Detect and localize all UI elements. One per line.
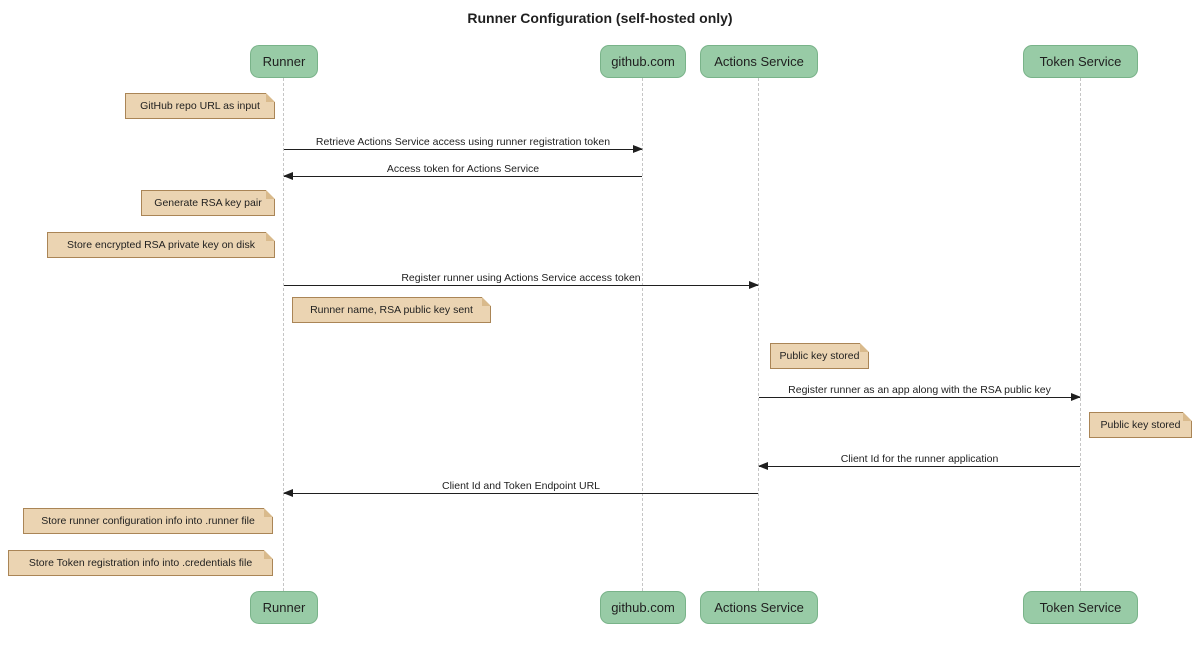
note-generate-rsa-key: Generate RSA key pair [141, 190, 275, 216]
message-line [284, 145, 643, 153]
message-retrieve-access: Retrieve Actions Service access using ru… [284, 135, 643, 153]
message-client-id: Client Id for the runner application [758, 452, 1080, 470]
note-public-key-stored-token: Public key stored [1089, 412, 1192, 438]
note-public-key-stored-actions: Public key stored [770, 343, 869, 369]
participant-actions-service-bottom: Actions Service [700, 591, 818, 624]
message-line [759, 393, 1081, 401]
lifeline-runner [283, 78, 284, 591]
message-register-app: Register runner as an app along with the… [759, 383, 1081, 401]
message-label: Register runner using Actions Service ac… [401, 272, 641, 284]
note-runner-name-sent: Runner name, RSA public key sent [292, 297, 491, 323]
note-store-private-key: Store encrypted RSA private key on disk [47, 232, 275, 258]
arrowhead-left-icon [283, 172, 293, 180]
message-line [283, 489, 758, 497]
lifeline-token-service [1080, 78, 1081, 591]
lifeline-actions-service [758, 78, 759, 591]
message-access-token: Access token for Actions Service [283, 162, 642, 180]
arrowhead-right-icon [1071, 393, 1081, 401]
arrowhead-right-icon [749, 281, 759, 289]
message-register-runner: Register runner using Actions Service ac… [284, 271, 759, 289]
message-label: Client Id and Token Endpoint URL [442, 480, 600, 492]
participant-github-bottom: github.com [600, 591, 686, 624]
arrowhead-left-icon [283, 489, 293, 497]
message-label: Client Id for the runner application [840, 453, 999, 465]
note-store-runner-file: Store runner configuration info into .ru… [23, 508, 273, 534]
participant-github-top: github.com [600, 45, 686, 78]
message-label: Register runner as an app along with the… [788, 384, 1051, 396]
note-github-repo-url: GitHub repo URL as input [125, 93, 275, 119]
diagram-title: Runner Configuration (self-hosted only) [467, 10, 733, 26]
participant-runner-top: Runner [250, 45, 318, 78]
participant-token-service-bottom: Token Service [1023, 591, 1138, 624]
participant-actions-service-top: Actions Service [700, 45, 818, 78]
message-line [283, 172, 642, 180]
message-line [284, 281, 759, 289]
lifeline-github [642, 78, 643, 591]
arrowhead-left-icon [758, 462, 768, 470]
note-store-credentials-file: Store Token registration info into .cred… [8, 550, 273, 576]
message-line [758, 462, 1080, 470]
arrowhead-right-icon [633, 145, 643, 153]
message-label: Access token for Actions Service [386, 163, 540, 175]
message-client-id-endpoint: Client Id and Token Endpoint URL [283, 479, 758, 497]
participant-token-service-top: Token Service [1023, 45, 1138, 78]
participant-runner-bottom: Runner [250, 591, 318, 624]
message-label: Retrieve Actions Service access using ru… [315, 136, 611, 148]
